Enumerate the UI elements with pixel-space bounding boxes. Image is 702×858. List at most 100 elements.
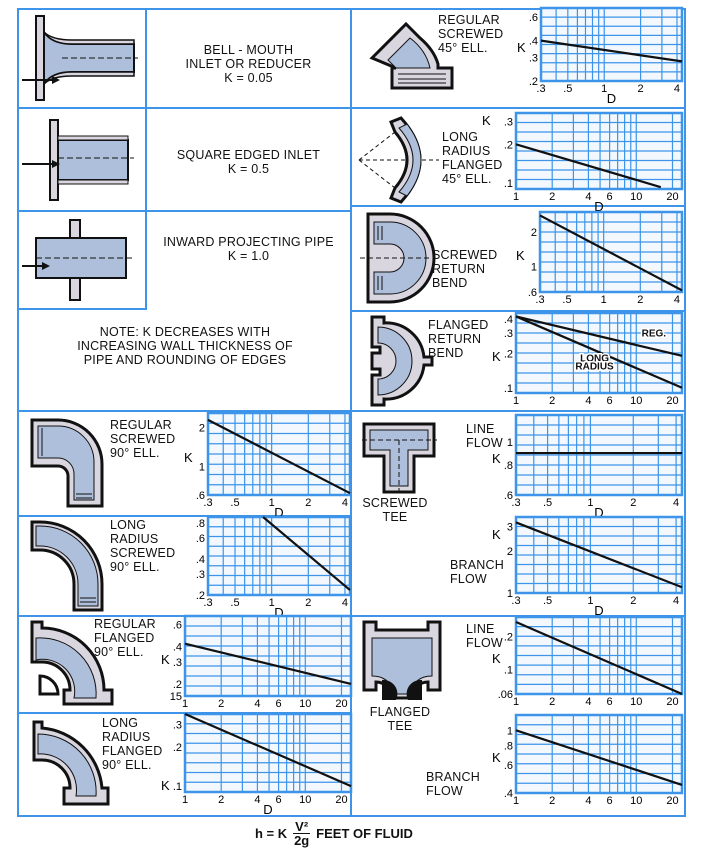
series-line — [539, 214, 683, 292]
label-line: FLOW — [450, 572, 487, 586]
label-line: LINE — [466, 422, 495, 436]
label-line: RETURN — [428, 332, 482, 346]
formula-rhs: FEET OF FLUID — [316, 826, 413, 841]
y-tick-label: .4 — [529, 36, 538, 48]
x-axis-label: D — [274, 605, 283, 620]
x-tick-label: .3 — [203, 597, 212, 609]
x-tick-label: 10 — [630, 395, 642, 407]
x-tick-label: 10 — [630, 795, 642, 807]
plot-frame — [183, 614, 353, 698]
x-tick-label: 4 — [585, 191, 591, 203]
y-tick-label: 1 — [199, 461, 205, 473]
y-tick-label: 1 — [531, 262, 537, 274]
regular-screwed-45-ell-icon — [369, 21, 454, 90]
x-tick-label: 1 — [182, 794, 188, 806]
formula-fraction: V² 2g — [293, 819, 311, 847]
plot-frame — [183, 712, 353, 794]
x-tick-label: 4 — [342, 497, 348, 509]
y-tick-label: .6 — [504, 490, 513, 502]
x-tick-label: 1 — [269, 597, 275, 609]
series-line — [184, 642, 352, 685]
label-line: K = 0.5 — [227, 162, 270, 176]
y-tick-label: .6 — [529, 12, 538, 24]
square-edged-label: SQUARE EDGED INLET K = 0.5 — [147, 148, 350, 176]
x-tick-label: .3 — [511, 497, 520, 509]
square-edged-inlet-icon — [22, 119, 134, 201]
y-tick-label: .4 — [504, 788, 513, 800]
x-tick-label: 10 — [299, 698, 311, 710]
y-tick-label: .4 — [173, 641, 182, 653]
inward-projecting-pipe-icon — [22, 219, 134, 301]
x-tick-label: 2 — [637, 294, 643, 306]
x-tick-label: 2 — [218, 698, 224, 710]
x-tick-label: 1 — [587, 595, 593, 607]
x-tick-label: 1 — [269, 497, 275, 509]
label-line: TEE — [387, 719, 413, 733]
label-line: FLANGED — [369, 705, 431, 719]
y-tick-label: .1 — [504, 178, 513, 190]
label-line: INLET OR REDUCER — [185, 57, 312, 71]
label-line: FLANGED — [442, 158, 503, 172]
label-line: INWARD PROJECTING PIPE — [163, 235, 334, 249]
x-tick-label: 2 — [638, 83, 644, 95]
x-tick-label: 1 — [513, 395, 519, 407]
y-tick-label: .6 — [196, 490, 205, 502]
flanged-tee-icon — [362, 620, 442, 700]
y-tick-label: .6 — [528, 287, 537, 299]
long-radius-flanged-45-ell-icon — [358, 116, 439, 204]
long-radius-screwed-90-ell-icon — [30, 520, 104, 612]
x-tick-label: 6 — [607, 395, 613, 407]
y-tick-label: .3 — [173, 657, 182, 669]
label-line: SCREWED — [438, 27, 504, 41]
series-line — [515, 143, 662, 189]
y-tick-label: .2 — [504, 139, 513, 151]
series-line — [515, 521, 683, 589]
label-line: 90° ELL. — [94, 645, 144, 659]
label-line: FLANGED — [94, 631, 155, 645]
x-tick-label: 20 — [666, 795, 678, 807]
y-tick-label: 1 — [507, 725, 513, 737]
y-axis-label: K — [492, 451, 501, 466]
y-tick-label: .2 — [504, 631, 513, 643]
head-loss-formula: h = K V² 2g FEET OF FLUID — [255, 820, 413, 847]
y-tick-label: .2 — [529, 76, 538, 88]
label-line: LONG — [110, 518, 147, 532]
y-axis-label: K — [482, 113, 491, 128]
y-tick-label: .3 — [173, 719, 182, 731]
x-tick-label: 2 — [549, 395, 555, 407]
series-annotation: LONG — [580, 353, 609, 364]
label-line: K = 0.05 — [224, 71, 273, 85]
series-line — [515, 621, 683, 696]
label-line: FLOW — [466, 436, 503, 450]
bell-mouth-inlet-icon — [22, 15, 138, 101]
x-tick-label: 1 — [513, 696, 519, 708]
x-tick-label: 4 — [673, 595, 679, 607]
plot-frame — [538, 210, 684, 294]
x-tick-label: .3 — [536, 83, 545, 95]
label-line: LONG — [442, 130, 479, 144]
x-tick-label: 6 — [607, 696, 613, 708]
regular-flanged-90-ell-icon — [30, 620, 114, 706]
x-tick-label: 10 — [299, 794, 311, 806]
label-line: LINE — [466, 622, 495, 636]
x-tick-label: 20 — [335, 698, 347, 710]
x-tick-label: 2 — [218, 794, 224, 806]
y-tick-label: 15 — [170, 691, 182, 703]
y-tick-label: .1 — [504, 383, 513, 395]
series-line — [184, 712, 352, 788]
formula-numerator: V² — [293, 819, 311, 834]
y-tick-label: .3 — [504, 117, 513, 129]
